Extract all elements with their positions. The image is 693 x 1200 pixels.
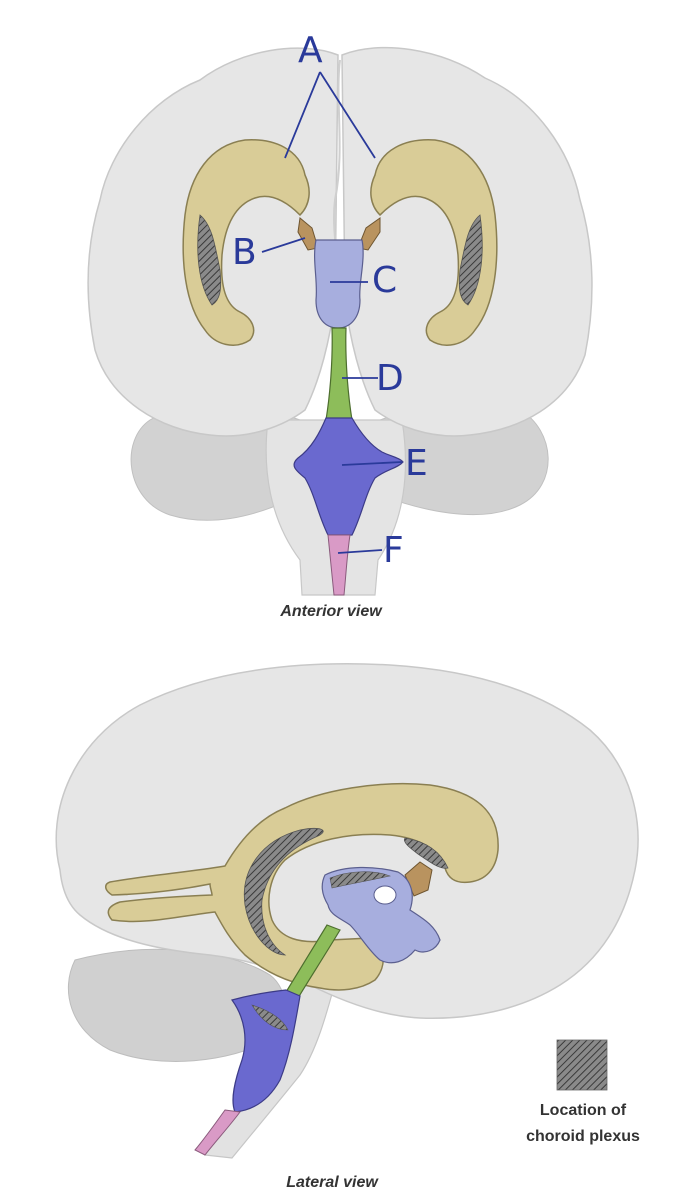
annotation-lines	[261, 71, 403, 554]
choroid-plexus-legend-swatch	[556, 1039, 608, 1091]
anterior-third-ventricle	[313, 239, 364, 329]
anterior-fourth-ventricle	[293, 417, 404, 536]
anterior-right-choroid-plexus	[458, 214, 483, 306]
lateral-lateral-ventricle	[105, 782, 499, 991]
caption-anterior-view: Anterior view	[279, 603, 383, 620]
label-e: E	[405, 443, 428, 484]
label-a: A	[298, 30, 323, 71]
label-c: C	[372, 260, 397, 301]
legend-line-1: Location of	[540, 1102, 627, 1119]
lateral-choroid-plexus-arc	[243, 828, 324, 956]
lateral-interthalamic-adhesion	[373, 885, 397, 905]
lateral-view: Location of choroid plexus Lateral view	[55, 663, 640, 1191]
caption-lateral-view: Lateral view	[286, 1174, 379, 1191]
anterior-central-canal	[327, 534, 351, 596]
lateral-choroid-plexus-upper	[403, 837, 449, 869]
anterior-left-choroid-plexus	[197, 214, 222, 306]
lateral-third-ventricle-plexus	[329, 871, 392, 889]
label-f: F	[383, 530, 404, 571]
anterior-left-interventricular-foramen	[297, 217, 319, 251]
lateral-central-canal	[194, 1109, 241, 1156]
label-d: D	[376, 358, 404, 399]
anterior-cerebral-aqueduct	[325, 327, 353, 421]
label-b: B	[232, 232, 257, 273]
lateral-fourth-ventricle-plexus	[251, 1004, 289, 1031]
anterior-view: A B C D E F Anterior view	[87, 30, 593, 620]
lateral-third-ventricle	[321, 866, 441, 964]
lateral-fourth-ventricle	[231, 989, 301, 1113]
legend-line-2: choroid plexus	[526, 1128, 640, 1145]
lateral-cerebrum	[55, 663, 639, 1019]
